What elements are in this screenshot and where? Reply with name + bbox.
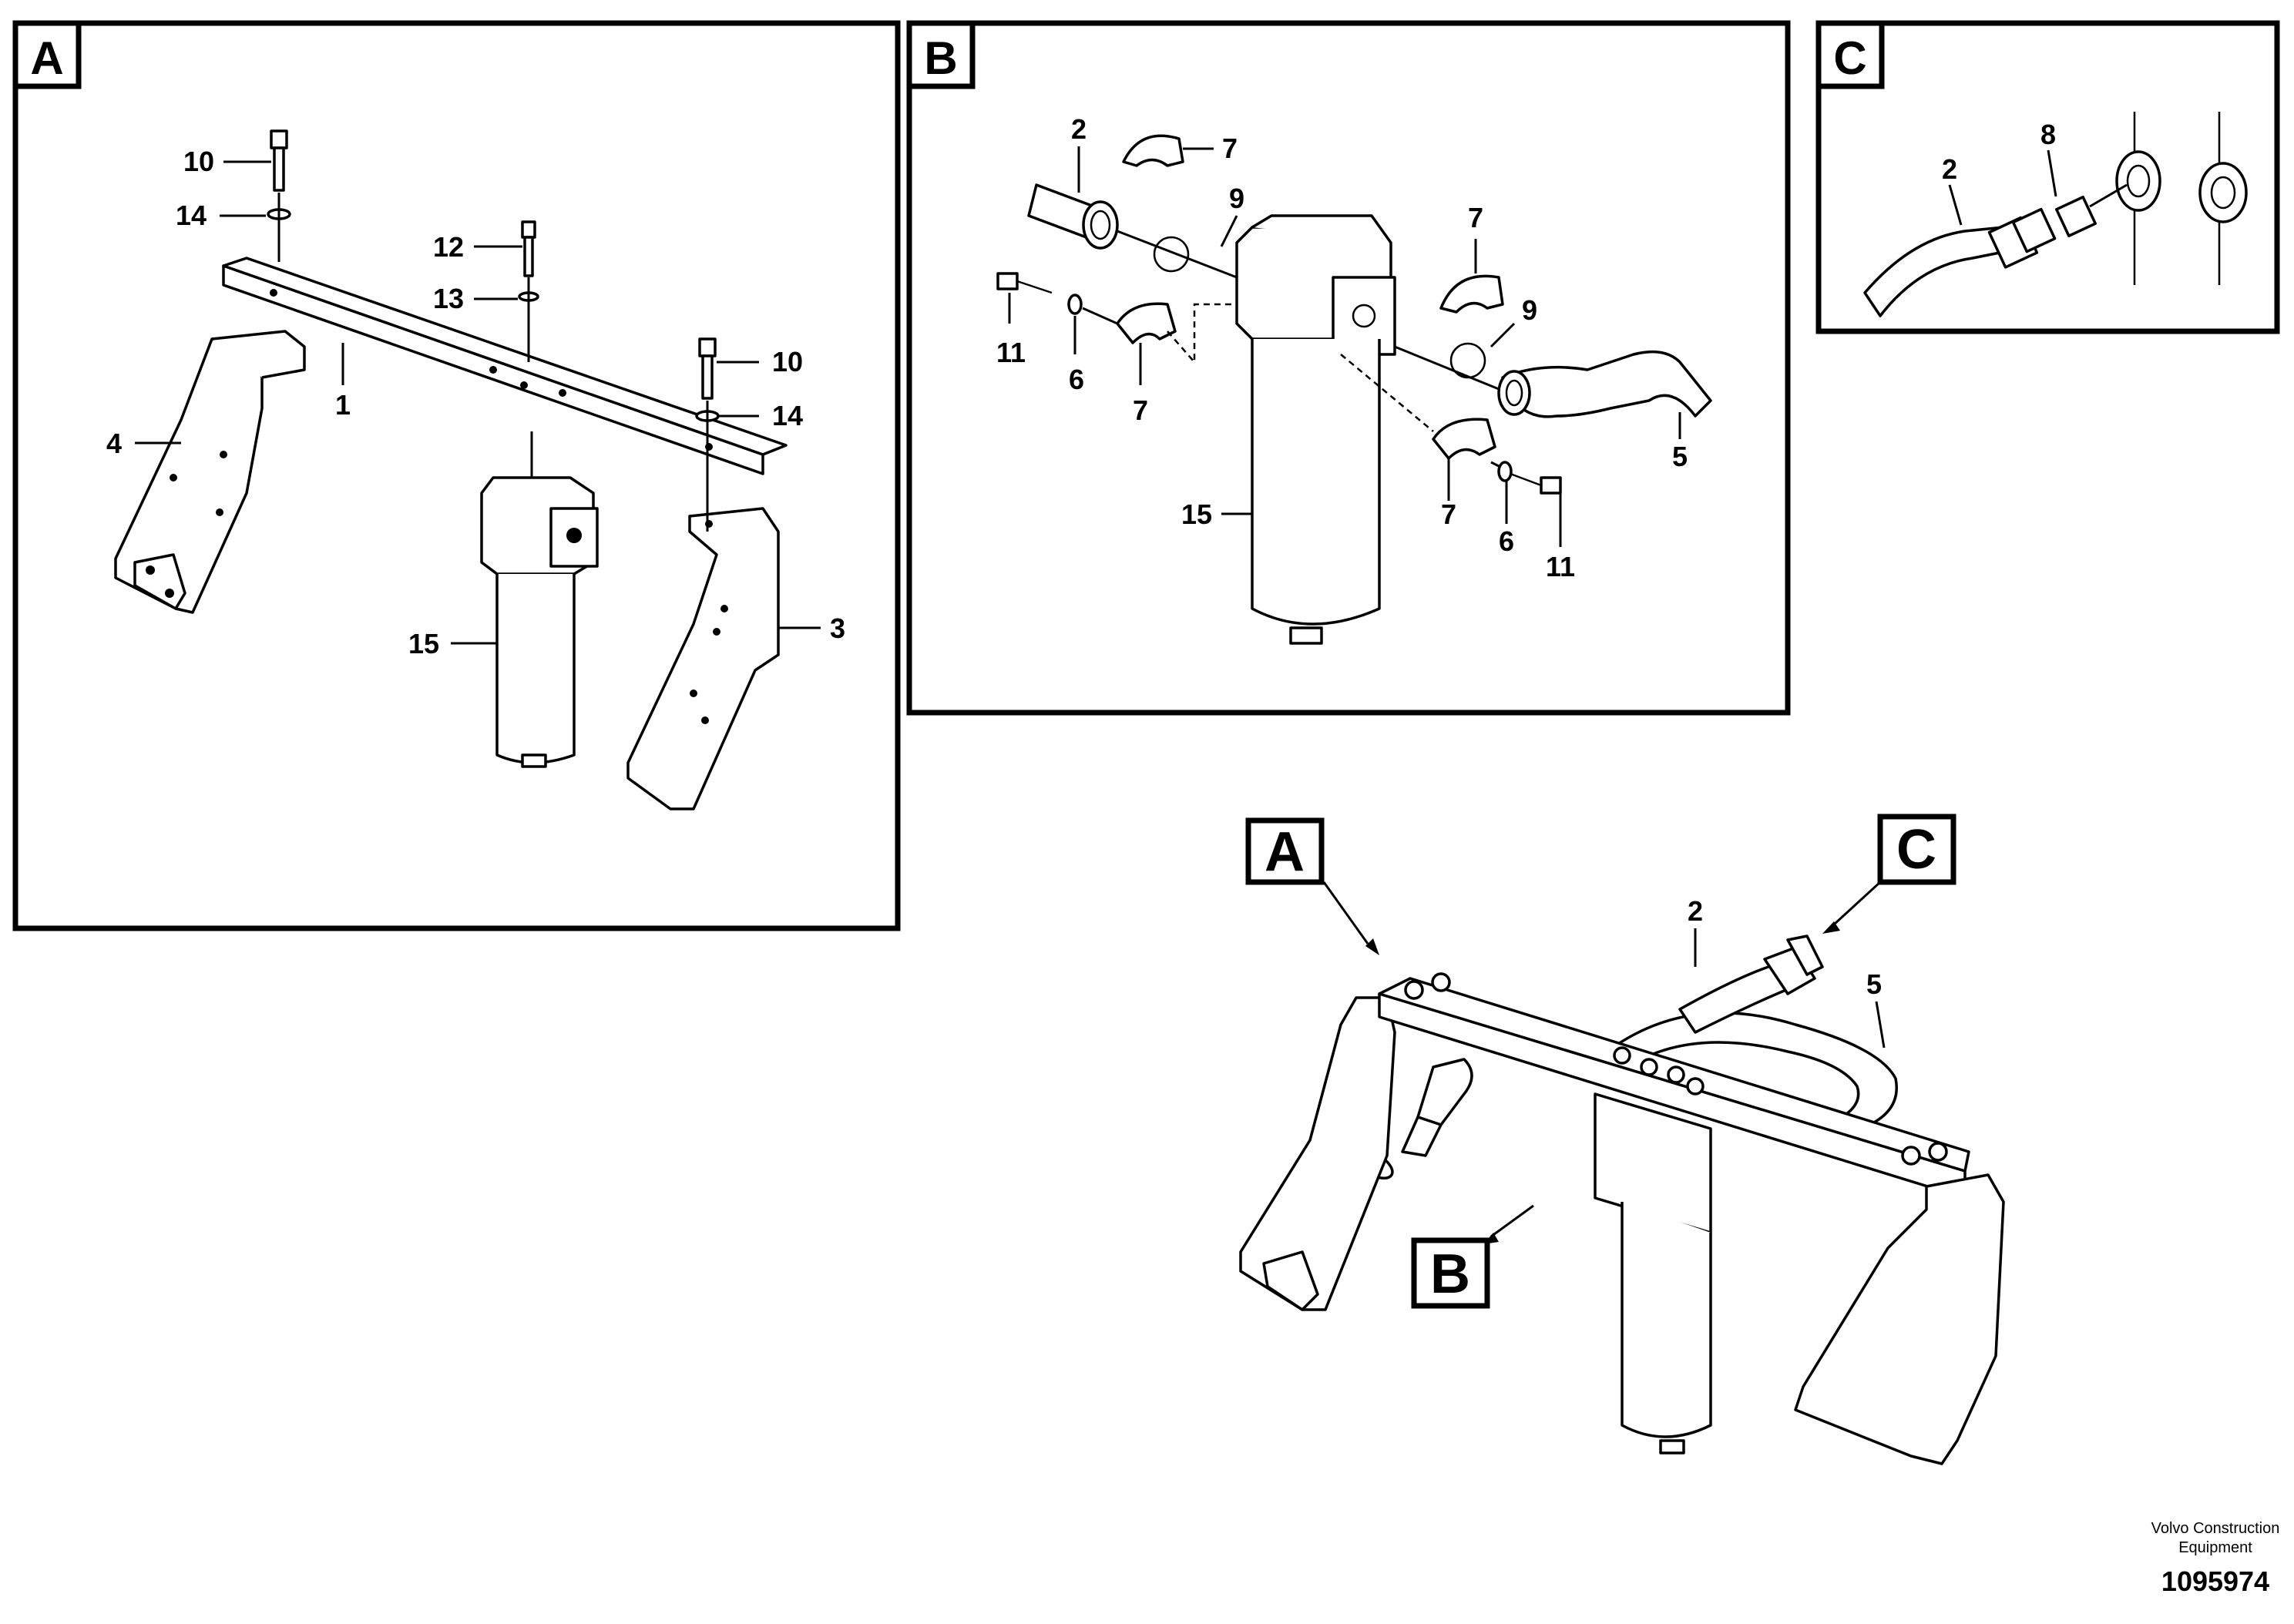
filter (480, 476, 599, 768)
panel-a: A (12, 20, 901, 931)
fasteners-a (267, 129, 720, 532)
callout-b-9-right: 9 (1522, 294, 1537, 326)
callout-a-1: 1 (335, 389, 351, 421)
callout-b-7-left: 7 (1133, 394, 1148, 426)
callout-a-14-top: 14 (176, 200, 207, 231)
callout-box-c (1877, 814, 1956, 885)
callout-box-b (1411, 1237, 1490, 1309)
callout-arrow-a (1322, 881, 1369, 945)
callout-a-12: 12 (433, 231, 464, 263)
callout-b-5: 5 (1672, 441, 1688, 472)
panel-b-label: B (924, 32, 957, 84)
callout-box-a (1245, 817, 1325, 885)
callout-b-6-left: 6 (1069, 364, 1084, 395)
adapter-8 (2055, 196, 2097, 237)
clamp-right (1439, 274, 1504, 314)
asm-filter-body (1621, 1202, 1712, 1438)
port-left (2115, 150, 2161, 212)
hose-5 (1394, 342, 1712, 418)
callout-b-11-left: 11 (996, 337, 1026, 368)
clamp-top (1122, 134, 1184, 167)
callout-c: C (1896, 819, 1936, 881)
panel-b-tag (906, 20, 976, 89)
callout-b-6-right: 6 (1499, 525, 1514, 557)
callout-a-4: 4 (106, 428, 122, 459)
footer: Volvo Construction Equipment 1095974 (2151, 1520, 2280, 1597)
asm-right-bracket (1794, 1173, 2005, 1465)
panel-a-tag (12, 20, 82, 89)
callout-c-8: 8 (2040, 119, 2056, 150)
callout-b-11-right: 11 (1546, 551, 1575, 582)
callout-a: A (1265, 821, 1305, 883)
hose-c (1863, 226, 2013, 317)
callout-b-7-top: 7 (1222, 133, 1238, 164)
fasteners-b (996, 272, 1562, 495)
callout-a-15: 15 (408, 628, 439, 659)
callout-a-14-right: 14 (772, 400, 803, 431)
right-bracket (626, 507, 780, 810)
clamp-left (1116, 302, 1177, 344)
panel-b: B (906, 20, 1791, 716)
assembly-view: A B C 2 5 (1239, 814, 2005, 1465)
port-right (2198, 162, 2248, 223)
callout-b-7-right: 7 (1468, 202, 1483, 233)
bracket-bar (222, 257, 788, 475)
left-bracket (114, 330, 306, 614)
callout-b-15: 15 (1181, 498, 1212, 530)
callout-asm-5: 5 (1866, 968, 1882, 1000)
document-number: 1095974 (2161, 1565, 2269, 1597)
callout-a-3: 3 (830, 612, 845, 644)
panel-c: C 2 8 (1815, 20, 2280, 334)
callout-arrow-c (1832, 881, 1882, 926)
panel-c-tag (1815, 20, 1885, 89)
clamp-bottom (1432, 418, 1496, 460)
callout-a-13: 13 (433, 283, 464, 314)
callout-b-2: 2 (1071, 113, 1087, 145)
asm-bolts (1404, 972, 1948, 1166)
panel-c-frame (1815, 20, 2280, 334)
callout-b: B (1430, 1243, 1470, 1305)
leaders-a (135, 160, 821, 645)
callout-asm-2: 2 (1688, 895, 1703, 927)
filter-b (1235, 214, 1396, 645)
leaders-b (1008, 146, 1681, 547)
panel-a-frame (12, 20, 901, 931)
callout-c-2: 2 (1942, 153, 1957, 185)
hose-2 (1027, 183, 1238, 279)
panel-a-label: A (30, 32, 63, 84)
callout-a-10-right: 10 (772, 346, 803, 377)
panel-b-frame (906, 20, 1791, 716)
callout-b-9-left: 9 (1229, 183, 1244, 214)
callout-a-10-top: 10 (183, 146, 214, 177)
company-line-1: Volvo Construction (2151, 1520, 2280, 1537)
callout-b-7-bottom: 7 (1441, 498, 1456, 530)
panel-c-label: C (1833, 32, 1866, 84)
company-line-2: Equipment (2178, 1539, 2252, 1556)
callout-arrow-b (1490, 1204, 1534, 1238)
